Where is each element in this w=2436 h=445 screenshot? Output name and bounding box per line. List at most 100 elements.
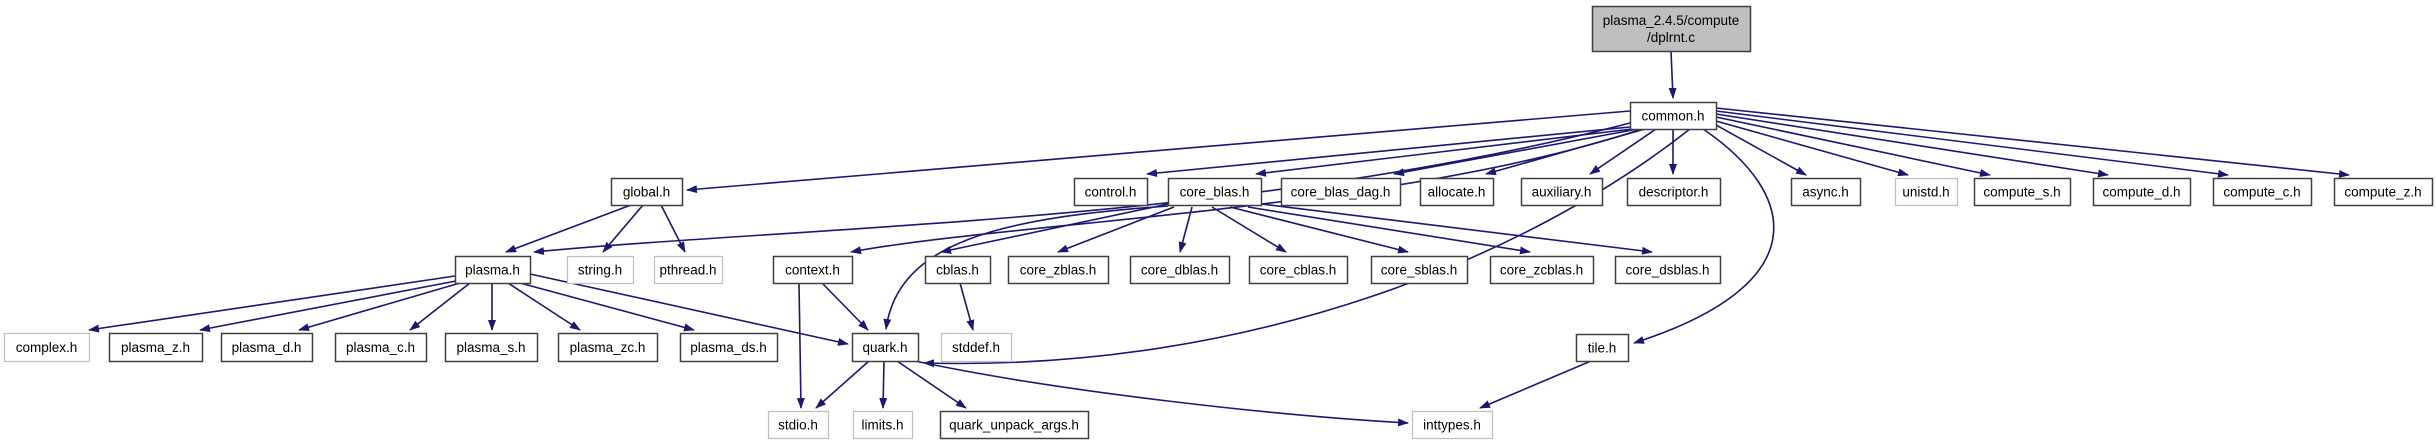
edge-common-tile: [1633, 128, 1775, 344]
edge-quark-stdio: [815, 360, 870, 409]
node-cblas[interactable]: cblas.h: [924, 255, 992, 285]
edge-cblas-stddef: [959, 282, 975, 331]
node-box-common[interactable]: [1629, 101, 1718, 131]
node-box-compute_s[interactable]: [1973, 177, 2072, 207]
node-box-allocate[interactable]: [1419, 177, 1495, 207]
node-label-unistd: unistd.h: [1902, 185, 1949, 200]
node-box-core_blas_dag[interactable]: [1280, 177, 1402, 207]
node-tile[interactable]: tile.h: [1575, 333, 1630, 363]
edge-plasma-complex: [88, 275, 456, 333]
node-control[interactable]: control.h: [1073, 177, 1149, 207]
node-label-stddef: stddef.h: [952, 340, 1000, 355]
node-box-core_dsblas[interactable]: [1614, 255, 1722, 285]
node-box-core_blas[interactable]: [1167, 177, 1263, 207]
node-core_blas[interactable]: core_blas.h: [1167, 177, 1263, 207]
node-core_dsblas[interactable]: core_dsblas.h: [1614, 255, 1722, 285]
node-label-core_blas: core_blas.h: [1180, 185, 1250, 200]
node-box-compute_c[interactable]: [2212, 177, 2313, 207]
node-compute_s[interactable]: compute_s.h: [1973, 177, 2072, 207]
node-box-unpack[interactable]: [939, 410, 1090, 440]
edge-common-unistd: [1715, 120, 1909, 177]
node-label-compute_z: compute_z.h: [2344, 185, 2421, 200]
edge-quark-limits: [879, 360, 888, 409]
node-unpack[interactable]: quark_unpack_args.h: [939, 410, 1090, 440]
node-box-quark[interactable]: [851, 332, 920, 363]
node-auxiliary[interactable]: auxiliary.h: [1520, 177, 1604, 207]
node-core_zblas[interactable]: core_zblas.h: [1007, 255, 1110, 285]
node-plasma_zc[interactable]: plasma_zc.h: [557, 332, 659, 363]
node-quark[interactable]: quark.h: [851, 332, 920, 363]
node-core_blas_dag[interactable]: core_blas_dag.h: [1280, 177, 1402, 207]
node-stddef: stddef.h: [940, 332, 1013, 363]
node-compute_d[interactable]: compute_d.h: [2092, 177, 2192, 207]
node-context[interactable]: context.h: [772, 255, 854, 285]
node-box-tile[interactable]: [1575, 333, 1630, 363]
node-global[interactable]: global.h: [610, 177, 684, 207]
edge-plasma-plasma_zc: [507, 282, 581, 331]
node-label-compute_d: compute_d.h: [2102, 185, 2180, 200]
node-label-pthread: pthread.h: [659, 263, 716, 278]
edge-core_blas-core_sblas: [1229, 206, 1409, 254]
node-plasma_d[interactable]: plasma_d.h: [220, 332, 314, 363]
node-box-core_cblas[interactable]: [1248, 255, 1349, 285]
node-core_cblas[interactable]: core_cblas.h: [1248, 255, 1349, 285]
edge-plasma-plasma_z: [199, 280, 457, 333]
node-core_dblas[interactable]: core_dblas.h: [1129, 255, 1231, 285]
node-allocate[interactable]: allocate.h: [1419, 177, 1495, 207]
node-box-global[interactable]: [610, 177, 684, 207]
node-box-descriptor[interactable]: [1626, 177, 1722, 207]
edge-common-allocate: [1485, 128, 1646, 176]
node-descriptor[interactable]: descriptor.h: [1626, 177, 1722, 207]
node-label-root: plasma_2.4.5/compute/dplrnt.c: [1603, 13, 1740, 45]
node-label-cblas: cblas.h: [936, 263, 979, 278]
node-plasma_z[interactable]: plasma_z.h: [108, 332, 204, 363]
node-core_zcblas[interactable]: core_zcblas.h: [1489, 255, 1595, 285]
node-box-core_sblas[interactable]: [1370, 255, 1469, 285]
node-compute_z[interactable]: compute_z.h: [2333, 177, 2434, 207]
node-label-tile: tile.h: [1588, 341, 1617, 356]
node-label-stdio: stdio.h: [778, 418, 818, 433]
node-box-plasma_z[interactable]: [108, 332, 204, 363]
edge-quark-inttypes: [914, 360, 1409, 427]
edge-common-plasma: [533, 122, 1631, 256]
node-common[interactable]: common.h: [1629, 101, 1718, 131]
node-box-root: [1591, 5, 1752, 53]
node-box-core_zblas[interactable]: [1007, 255, 1110, 285]
node-box-cblas[interactable]: [924, 255, 992, 285]
node-label-inttypes: inttypes.h: [1423, 418, 1481, 433]
node-box-core_zcblas[interactable]: [1489, 255, 1595, 285]
node-plasma_ds[interactable]: plasma_ds.h: [679, 332, 779, 363]
node-box-pthread: [653, 255, 724, 285]
node-label-core_dblas: core_dblas.h: [1141, 263, 1218, 278]
node-box-core_dblas[interactable]: [1129, 255, 1231, 285]
edge-context-stdio: [796, 282, 805, 409]
node-box-plasma_zc[interactable]: [557, 332, 659, 363]
node-pthread: pthread.h: [653, 255, 724, 285]
node-box-compute_d[interactable]: [2092, 177, 2192, 207]
node-plasma_s[interactable]: plasma_s.h: [444, 332, 539, 363]
edge-plasma-quark: [529, 273, 849, 346]
node-plasma_c[interactable]: plasma_c.h: [334, 332, 428, 363]
node-label-core_blas_dag: core_blas_dag.h: [1291, 185, 1391, 200]
node-box-plasma[interactable]: [454, 255, 532, 285]
node-label-core_zcblas: core_zcblas.h: [1500, 263, 1583, 278]
node-box-async[interactable]: [1790, 177, 1862, 207]
edge-context-quark: [821, 282, 869, 331]
node-box-plasma_s[interactable]: [444, 332, 539, 363]
node-layer: plasma_2.4.5/compute/dplrnt.c common.h glo…: [3, 5, 2434, 440]
node-plasma[interactable]: plasma.h: [454, 255, 532, 285]
node-box-auxiliary[interactable]: [1520, 177, 1604, 207]
node-box-plasma_c[interactable]: [334, 332, 428, 363]
node-compute_c[interactable]: compute_c.h: [2212, 177, 2313, 207]
node-label-complex: complex.h: [16, 340, 78, 355]
node-box-compute_z[interactable]: [2333, 177, 2434, 207]
node-async[interactable]: async.h: [1790, 177, 1862, 207]
edge-core_blas-core_dblas: [1178, 206, 1193, 253]
node-box-plasma_ds[interactable]: [679, 332, 779, 363]
node-box-control[interactable]: [1073, 177, 1149, 207]
node-box-context[interactable]: [772, 255, 854, 285]
node-box-plasma_d[interactable]: [220, 332, 314, 363]
node-core_sblas[interactable]: core_sblas.h: [1370, 255, 1469, 285]
edge-common-control: [1146, 126, 1631, 178]
